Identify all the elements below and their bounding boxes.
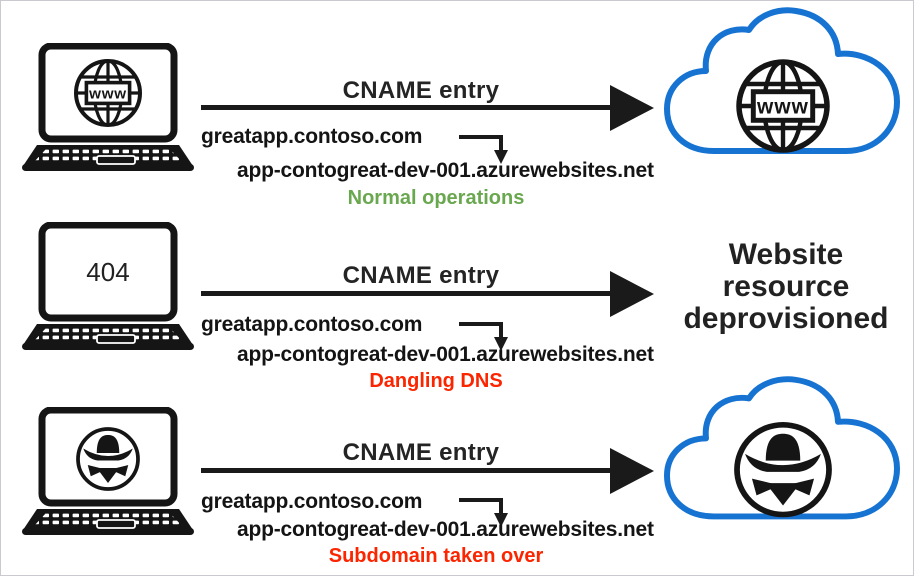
subdomain-label-2: greatapp.contoso.com [201, 313, 423, 336]
cname-entry-label-1: CNAME entry [342, 77, 500, 104]
cname-arrow-3 [201, 468, 611, 473]
cname-arrow-2 [201, 291, 611, 296]
laptop-trackpad [96, 519, 136, 529]
maps-to-arrow-icon-3 [459, 498, 508, 527]
website-resource-deprovisioned-label: Website resource deprovisioned [683, 238, 889, 335]
laptop-404-icon: 404 [22, 222, 194, 350]
laptop-trackpad [96, 155, 136, 165]
maps-to-arrow-icon-1 [459, 135, 508, 164]
laptop-screen [38, 222, 178, 322]
laptop-hacker-icon [22, 407, 194, 535]
target-domain-label-1: app-contogreat-dev-001.azurewebsites.net [237, 159, 654, 182]
hacker-spy-icon [734, 421, 832, 518]
www-globe-icon: www [736, 59, 830, 153]
status-normal-operations: Normal operations [347, 187, 525, 209]
cname-arrowhead-1 [610, 85, 654, 131]
cname-arrow-1 [201, 105, 611, 110]
cloud-hacker-icon [664, 376, 900, 520]
cname-arrowhead-2 [610, 271, 654, 317]
error-404-text: 404 [86, 257, 129, 287]
status-dangling-dns: Dangling DNS [369, 370, 503, 392]
cloud-www-icon: www [664, 7, 900, 154]
laptop-trackpad [96, 334, 136, 344]
hacker-spy-icon [76, 427, 140, 491]
subdomain-label-1: greatapp.contoso.com [201, 125, 423, 148]
globe-www-text: www [756, 96, 809, 119]
target-domain-label-3: app-contogreat-dev-001.azurewebsites.net [237, 518, 654, 541]
globe-www-text: www [88, 86, 127, 103]
laptop-www-icon: www [22, 43, 194, 171]
www-globe-icon: www [73, 58, 143, 128]
subdomain-label-3: greatapp.contoso.com [201, 490, 423, 513]
cname-entry-label-2: CNAME entry [342, 262, 500, 289]
cname-entry-label-3: CNAME entry [342, 439, 500, 466]
status-subdomain-taken-over: Subdomain taken over [328, 545, 544, 567]
maps-to-arrow-icon-2 [459, 322, 508, 351]
cname-arrowhead-3 [610, 448, 654, 494]
target-domain-label-2: app-contogreat-dev-001.azurewebsites.net [237, 343, 654, 366]
